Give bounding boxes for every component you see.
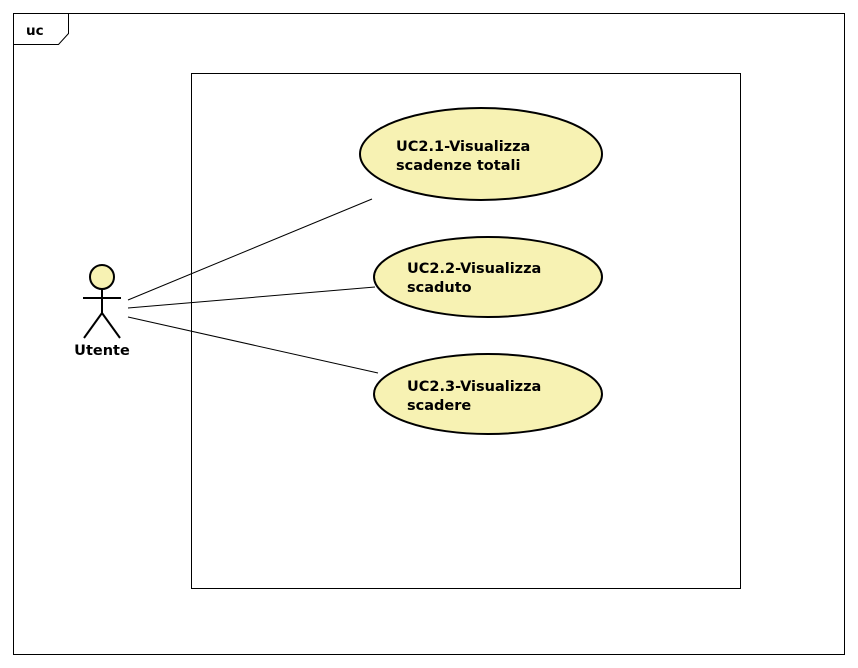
actor-right-leg <box>101 312 121 339</box>
use-case-ellipse <box>373 236 603 318</box>
use-case-subtitle: scadenze totali <box>396 158 520 174</box>
use-case-title: UC2.2-Visualizza <box>407 261 541 277</box>
use-case-ellipse <box>373 353 603 435</box>
use-case-subtitle: scaduto <box>407 280 472 296</box>
actor-left-leg <box>83 312 103 339</box>
frame-tab <box>13 13 69 45</box>
use-case-title: UC2.3-Visualizza <box>407 379 541 395</box>
actor-utente[interactable]: Utente <box>74 264 130 359</box>
use-case-ellipse <box>359 107 603 201</box>
actor-label: Utente <box>74 343 130 359</box>
diagram-frame <box>13 13 845 655</box>
use-case-uc2-1[interactable]: UC2.1-Visualizza scadenze totali <box>359 107 603 201</box>
association-line-uc22[interactable] <box>127 286 376 309</box>
use-case-title: UC2.1-Visualizza <box>396 139 530 155</box>
use-case-uc2-2[interactable]: UC2.2-Visualizza scaduto <box>373 236 603 318</box>
association-line-uc23[interactable] <box>127 316 379 374</box>
use-case-uc2-3[interactable]: UC2.3-Visualizza scadere <box>373 353 603 435</box>
actor-head <box>89 264 115 290</box>
use-case-subtitle: scadere <box>407 398 471 414</box>
frame-label: uc <box>26 23 44 39</box>
association-line-uc21[interactable] <box>127 198 373 301</box>
